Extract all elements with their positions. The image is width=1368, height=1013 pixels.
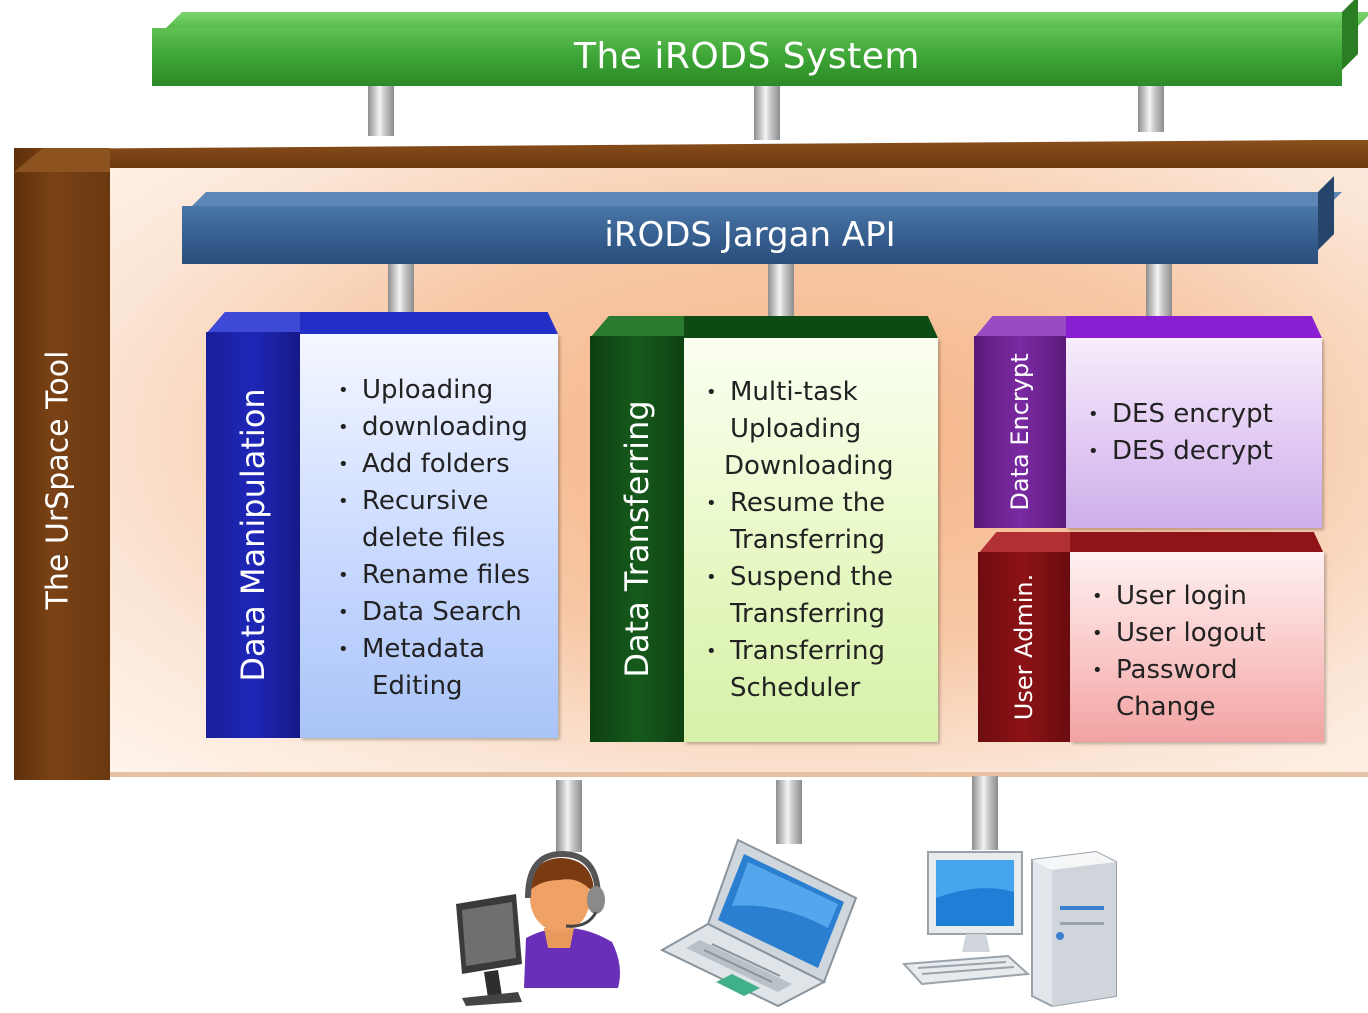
- tool-frame-top: [110, 140, 1368, 168]
- data-transferring-title: Data Transferring: [618, 400, 656, 678]
- connector-pipe: [1138, 86, 1164, 132]
- data-manipulation-side: Data Manipulation: [206, 332, 300, 738]
- user-admin-side: User Admin.: [978, 552, 1070, 742]
- connector-pipe: [768, 264, 794, 320]
- module-top: [300, 312, 558, 334]
- list-item: DES decrypt: [1088, 433, 1273, 470]
- list-item-continued: Transferring: [730, 525, 885, 555]
- connector-pipe: [388, 264, 414, 320]
- connector-pipe: [368, 86, 394, 136]
- list-item: Rename files: [338, 557, 530, 594]
- irods-jargan-api-bar: iRODS Jargan API: [182, 206, 1318, 264]
- list-item: Add folders: [338, 446, 530, 483]
- list-item-continued: Downloading: [724, 451, 894, 481]
- module-cap: [974, 316, 1066, 338]
- module-cap: [206, 312, 300, 334]
- list-item: Uploading: [338, 372, 530, 409]
- list-item: User login: [1092, 578, 1266, 615]
- connector-pipe: [556, 780, 582, 852]
- desktop-computer-icon: [901, 850, 1117, 1008]
- data-manipulation-title: Data Manipulation: [234, 388, 272, 682]
- system-bar-side-face: [1342, 0, 1358, 70]
- list-item: Resume the: [706, 485, 893, 522]
- list-item: Suspend the: [706, 559, 893, 596]
- data-transferring-list: Multi-task Uploading Downloading Resume …: [706, 374, 893, 707]
- api-bar-top-face: [192, 192, 1342, 206]
- list-item: Recursive: [338, 483, 530, 520]
- list-item: Metadata: [338, 631, 530, 668]
- module-top: [1070, 532, 1324, 554]
- laptop-icon: [659, 838, 858, 1008]
- data-manipulation-body: Uploading downloading Add folders Recurs…: [300, 334, 558, 738]
- irods-system-bar: The iRODS System: [152, 28, 1342, 86]
- urspace-tool-label: The UrSpace Tool: [40, 350, 76, 610]
- list-item-continued: Change: [1116, 692, 1216, 722]
- module-top: [684, 316, 938, 338]
- data-encrypt-list: DES encrypt DES decrypt: [1088, 396, 1273, 470]
- list-item: User logout: [1092, 615, 1266, 652]
- list-item-continued: delete files: [362, 523, 506, 553]
- list-item-continued: Transferring: [730, 599, 885, 629]
- user-admin-body: User login User logout Password Change: [1070, 552, 1324, 742]
- user-admin-title: User Admin.: [1010, 573, 1038, 721]
- list-item-continued: Editing: [372, 671, 463, 701]
- list-item: DES encrypt: [1088, 396, 1273, 433]
- list-item: Multi-task: [706, 374, 893, 411]
- data-transferring-body: Multi-task Uploading Downloading Resume …: [684, 338, 938, 742]
- connector-pipe: [972, 776, 998, 850]
- module-cap: [978, 532, 1070, 554]
- data-encrypt-title: Data Encrypt: [1006, 353, 1034, 511]
- module-cap: [590, 316, 684, 338]
- operator-headset-icon: [456, 850, 620, 1006]
- connector-pipe: [1146, 264, 1172, 320]
- list-item: Password: [1092, 652, 1266, 689]
- list-item-continued: Uploading: [730, 414, 862, 444]
- urspace-tool-side-bar: [14, 148, 110, 780]
- connector-pipe: [776, 780, 802, 844]
- data-manipulation-list: Uploading downloading Add folders Recurs…: [338, 372, 530, 705]
- list-item-continued: Scheduler: [730, 673, 861, 703]
- data-encrypt-side: Data Encrypt: [974, 336, 1066, 528]
- system-bar-top-face: [166, 12, 1368, 28]
- list-item: Transferring: [706, 633, 893, 670]
- module-top: [1066, 316, 1322, 338]
- data-transferring-side: Data Transferring: [590, 336, 684, 742]
- connector-pipe: [754, 86, 780, 140]
- list-item: downloading: [338, 409, 530, 446]
- user-admin-list: User login User logout Password Change: [1092, 578, 1266, 726]
- data-encrypt-body: DES encrypt DES decrypt: [1066, 338, 1322, 528]
- list-item: Data Search: [338, 594, 530, 631]
